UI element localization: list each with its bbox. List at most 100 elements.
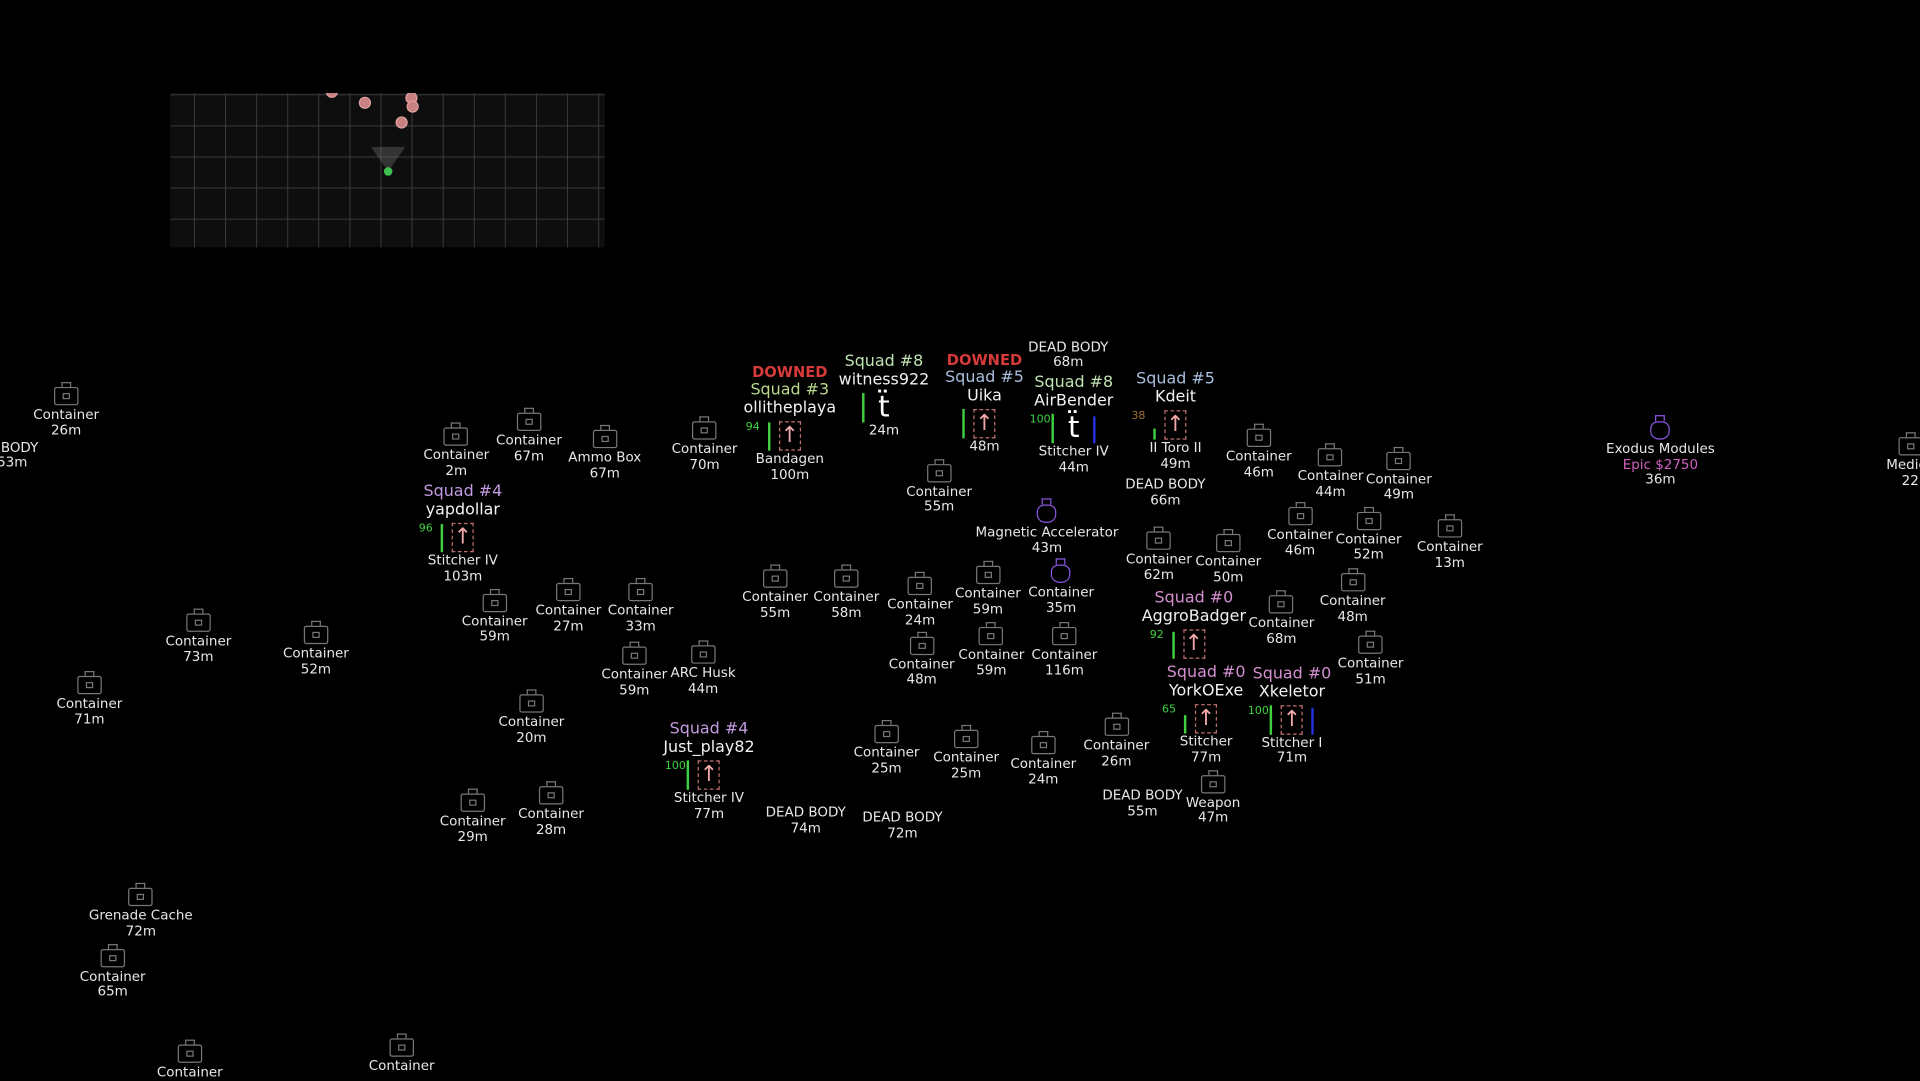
squad-label: Squad #8 [1034,373,1114,392]
marker-label: Container [958,646,1025,663]
minimap-radar [170,93,605,248]
player-box: ↑ [960,407,1009,439]
health-value: 94 [745,421,760,434]
briefcase-icon [1216,529,1241,553]
health-value: 96 [418,522,433,536]
player-name: Just_play82 [663,738,755,757]
marker-distance: 2m [445,462,468,479]
marker-label: Medica [1886,456,1920,473]
marker-distance: 59m [619,681,650,698]
marker-distance: 48m [906,671,937,688]
marker-distance: 51m [1355,670,1386,687]
loot-marker: Medica22 [1886,432,1920,488]
health-bar [767,423,771,451]
marker-distance: 49m [1383,486,1414,503]
player-name: Xkeletor [1258,683,1326,702]
marker-distance: 67m [589,464,620,481]
marker-label: Container [156,1064,223,1081]
player-arrow-icon: ↑ [1182,629,1205,659]
marker-label: Container [165,633,232,649]
skeleton-icon: ẗ [1067,410,1080,445]
marker-label: Ammo Box [568,449,642,466]
minimap-player-dot [383,167,393,176]
marker-label: Magnetic Accelerator [975,524,1119,541]
marker-distance: 71m [74,710,105,727]
player-distance: 77m [693,805,725,822]
marker-label: Container [742,588,809,605]
player-name: Kdeit [1155,388,1197,407]
player-name: ollitheplaya [743,399,837,418]
marker-label: Container [954,585,1021,602]
player-distance: 24m [868,422,900,439]
loot-marker: Container [156,1039,223,1081]
health-value: 65 [1162,704,1177,717]
marker-distance: 35m [1045,599,1077,616]
briefcase-icon [482,588,507,613]
briefcase-icon [1146,526,1172,550]
player-box: 96↑ [419,520,487,553]
marker-label: Container [423,447,490,464]
marker-label: DEAD BODY [1102,787,1183,804]
player-name: YorkOExe [1168,682,1244,701]
held-item: Bandagen [755,450,824,467]
marker-label: ARC Husk [670,664,736,681]
marker-distance: 70m [689,456,720,473]
marker-distance: 44m [687,680,719,697]
marker-distance: 50m [1213,569,1244,586]
briefcase-icon [1897,432,1920,456]
minimap-enemy-dot [406,100,419,113]
briefcase-icon [516,407,542,432]
marker-label: Container [1125,551,1192,567]
loot-bag-icon [1650,415,1671,440]
briefcase-icon [460,788,485,812]
player-arrow-icon: ↑ [1195,704,1218,734]
player-name: AirBender [1034,391,1114,411]
skeleton-icon: ẗ [878,389,890,424]
player-box: ẗ [859,391,908,423]
marker-distance: 55m [759,604,791,621]
player-arrow-icon: ↑ [973,408,996,439]
briefcase-icon [592,424,617,449]
health-bar [1184,714,1187,734]
marker-rarity: Epic $2750 [1622,456,1699,473]
marker-label: Container [461,613,528,630]
marker-label: Container [1031,646,1098,663]
held-item: Stitcher IV [1038,443,1109,460]
armor-bar [1093,416,1096,444]
marker-label: Container [888,655,955,672]
held-item: II Toro II [1149,439,1202,456]
marker-label: DEAD BODY [1125,476,1206,493]
player-arrow-icon: ↑ [697,760,720,790]
player-box: 38↑ [1131,408,1200,440]
marker-distance: 44m [1315,483,1346,500]
player-distance: 49m [1160,454,1191,471]
marker-label: Container [518,805,584,822]
health-bar [962,408,965,439]
marker-distance: 59m [972,600,1004,617]
